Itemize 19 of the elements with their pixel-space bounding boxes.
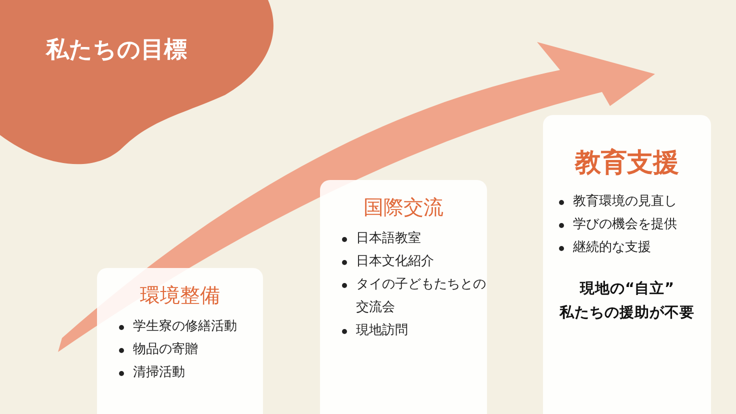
list-item: 日本文化紹介	[342, 250, 487, 273]
list-item: 継続的な支援	[559, 236, 711, 259]
conclusion-text: 私たちの援助が不要	[558, 304, 696, 323]
list-item: 日本語教室	[342, 227, 487, 250]
card	[97, 268, 263, 414]
card	[320, 180, 487, 414]
card-heading: 国際交流	[362, 194, 444, 221]
title: 私たちの目標	[46, 36, 187, 65]
conclusion-text: 現地の“自立”	[578, 279, 676, 299]
card	[543, 115, 711, 414]
list-item: 教育環境の見直し	[559, 190, 711, 213]
list-item: 学びの機会を提供	[559, 213, 711, 236]
card-heading: 環境整備	[139, 282, 221, 309]
list-item: 物品の寄贈	[119, 338, 263, 361]
list-item: 清掃活動	[119, 361, 263, 384]
list-item: 学生寮の修繕活動	[119, 315, 263, 338]
list-item: タイの子どもたちとの交流会	[342, 273, 487, 319]
list-item: 現地訪問	[342, 319, 487, 342]
card-heading: 教育支援	[574, 147, 680, 180]
